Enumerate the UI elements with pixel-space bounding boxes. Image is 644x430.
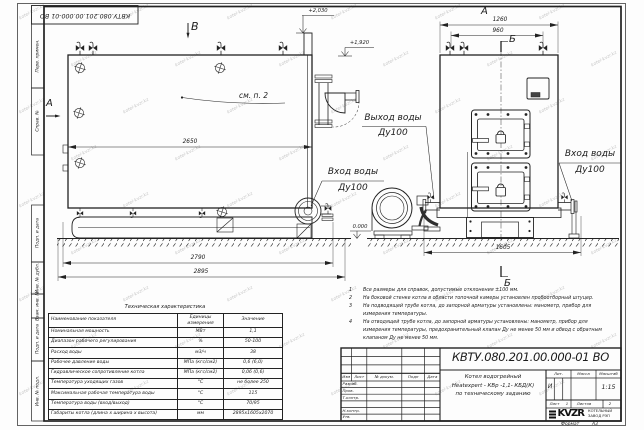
elevation-value: +2,030 [308,8,328,14]
valve-icon [216,41,226,56]
outlet-pipe [314,74,360,128]
dim-1260: 1260 [492,17,508,23]
tb-sheet-value: 1 [565,400,569,406]
tb-row-nkontr: Н.контр. [342,407,360,413]
format-value: А3 [592,421,598,427]
tb-row-prov: Пров. [342,387,354,393]
dim-1605: 1605 [495,244,511,251]
front-view [350,21,621,277]
valve-icon [129,207,137,219]
valve-icon [278,41,288,56]
tb-sheet-label: Лист [549,400,560,406]
valve-icon [324,203,332,215]
view-label-b: В [191,20,199,33]
valve-icon [560,192,569,203]
valve-icon [76,207,84,219]
flue-stub [303,32,313,56]
lower-door [471,162,531,212]
pedestal [466,217,534,238]
side-view [46,15,435,281]
dim-2650: 2650 [182,138,198,145]
dim-2895: 2895 [193,268,209,275]
tb-row-utv: Утв. [342,414,351,420]
top-stamp-box [31,5,139,25]
tb-header-data: Дата [427,374,438,379]
valve-icon [198,207,206,219]
callout-see-note: см. п. 2 [239,91,268,100]
tb-mass-label: Масса [577,371,590,376]
tech-table-title: Техническая характеристика [124,304,206,310]
outlet-label-dn: Ду100 [378,127,408,138]
blower-fan [371,187,441,239]
section-label-b-bottom: Б [504,278,511,289]
inlet-label-front: Вход воды [564,148,616,159]
inlet-label-side-dn: Ду100 [338,182,368,193]
mass-center-icon [71,59,89,77]
section-label-b-top: Б [509,34,516,45]
tb-scale-label: Масштаб [599,371,618,376]
inlet-flange [294,197,322,225]
tb-header-list: Лист [354,374,365,379]
margin-label-inv-podl: Инв. № подл. [35,375,40,407]
dim-2790: 2790 [190,254,206,261]
top-stamp: КВТУ.080.201.00.000-01 ВО [39,11,130,19]
tb-row-razrab: Разраб. [342,381,358,387]
sheet-frame [17,3,626,426]
mass-center-icon [70,104,88,122]
valve-icon [459,41,469,56]
boiler-body-side [67,54,313,209]
margin-label-podp2: Подп. и дата [35,324,40,354]
front-right-pipe [558,199,580,239]
elevation-mark [296,15,374,57]
tb-header-podp: Подп [407,374,419,379]
company-line2: ЗАВОД РЭП [588,413,610,418]
tb-row-tkontr: Т.контр. [342,394,360,400]
product-name-line3: по техническому заданию [455,391,531,397]
margin-label-vzam: Взам. инв. № [35,291,40,321]
mass-center-icon [71,154,89,172]
tb-lit-value: И [547,383,553,390]
margin-label-perv: Перв. примен. [35,39,40,73]
tb-header-izm: Изм [342,374,351,379]
elevation-value: +1,920 [349,40,370,46]
title-block-grid [340,347,622,422]
product-name-line2: Heatexpert - КВр -1,1- КБД(К) [451,382,535,389]
inlet-label-side: Вход воды [327,167,379,177]
elevation-zero [350,230,371,239]
valve-icon [88,41,98,56]
outlet-label: Выход воды [364,113,422,123]
logo-kvzr: KVZR [557,408,585,419]
control-box [526,77,550,100]
tb-sheets-value: 2 [608,400,612,406]
tb-header-docnum: № докум. [374,374,394,379]
tb-sheets-label: Листов [576,400,592,406]
inlet-label-front-dn: Ду100 [575,164,605,175]
dim-960: 960 [492,28,504,34]
doc-number: КВТУ.080.201.00.000-01 ВО [451,350,610,364]
view-label-a: А [46,98,53,109]
view-label-a-front: А [481,6,488,17]
tb-scale-value: 1:15 [601,383,616,391]
company-line1: КОТЕЛЬНЫЙ [588,409,613,413]
product-name-line1: Котел водогрейный [464,374,522,380]
margin-label-inv-dubl: Инв. № дубл. [35,262,40,294]
format-label: Формат [561,421,580,427]
elevation-zero-value: 0.000 [352,223,368,230]
upper-door [471,109,531,159]
valve-icon [445,41,455,56]
tb-lit-label: Лит. [554,371,563,376]
margin-label-sprav: Справ. № [35,110,40,132]
mass-center-icon [211,59,229,77]
valve-icon [75,41,85,56]
margin-label-podp1: Подп. и дата [35,218,40,248]
